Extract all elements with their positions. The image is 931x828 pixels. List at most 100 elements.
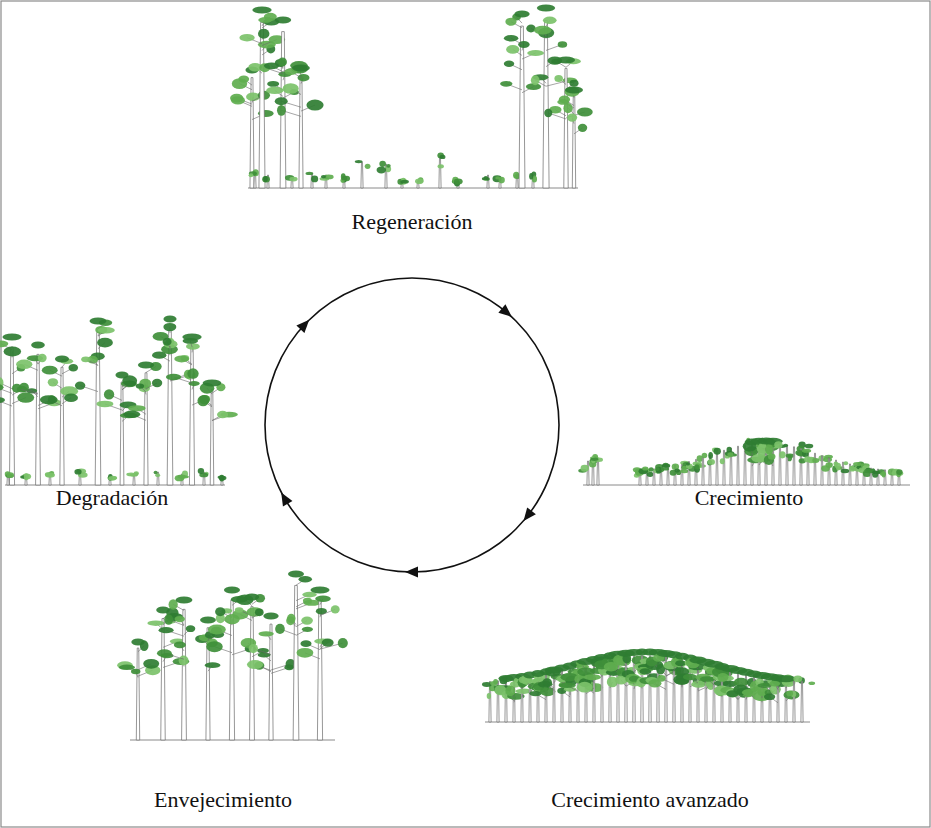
foliage — [498, 177, 504, 184]
tree — [285, 175, 298, 188]
foliage — [128, 405, 146, 411]
tree — [218, 475, 227, 485]
foliage — [306, 100, 323, 111]
foliage — [138, 362, 154, 369]
foliage — [108, 476, 116, 481]
tree — [768, 444, 792, 485]
tree-trunk — [814, 453, 816, 485]
foliage — [808, 681, 815, 685]
foliage — [89, 318, 106, 325]
foliage — [224, 587, 240, 594]
tree — [166, 334, 210, 486]
foliage — [812, 458, 819, 463]
cycle-arrowhead — [498, 304, 515, 321]
foliage — [262, 176, 270, 183]
foliage — [247, 607, 263, 616]
tree — [45, 471, 55, 485]
tree — [262, 175, 270, 188]
foliage — [310, 587, 329, 594]
tree — [157, 597, 195, 741]
foliage — [300, 640, 311, 647]
tree — [725, 446, 739, 485]
tree — [40, 356, 78, 486]
stage-label: Crecimiento avanzado — [551, 787, 748, 813]
foliage — [639, 668, 651, 674]
foliage — [786, 691, 793, 697]
foliage — [344, 176, 350, 181]
tree — [452, 177, 463, 188]
foliage — [544, 109, 552, 117]
tree — [492, 175, 504, 188]
tree — [198, 468, 209, 485]
foliage — [581, 465, 589, 472]
tree-trunk — [625, 657, 627, 722]
tree — [872, 469, 885, 485]
tree-trunk — [793, 681, 795, 722]
foliage — [186, 343, 200, 350]
foliage — [235, 607, 244, 613]
foliage — [159, 627, 174, 633]
foliage — [115, 372, 128, 379]
foliage — [131, 669, 140, 674]
foliage — [834, 463, 840, 468]
foliage — [289, 177, 297, 182]
tree — [795, 444, 813, 485]
foliage — [200, 617, 216, 624]
tree — [123, 362, 162, 486]
foliage — [258, 652, 271, 657]
foliage — [0, 397, 5, 403]
tree — [680, 461, 691, 485]
foliage — [765, 444, 773, 455]
foliage — [454, 178, 463, 184]
foliage — [266, 87, 283, 94]
tree-trunk — [564, 68, 568, 188]
foliage — [38, 354, 47, 362]
tree — [649, 467, 662, 485]
foliage — [531, 75, 540, 85]
cycle-arrowhead — [296, 316, 313, 333]
tree — [544, 57, 593, 189]
foliage — [529, 173, 533, 180]
foliage — [769, 681, 780, 687]
foliage — [565, 87, 583, 94]
foliage — [205, 662, 221, 668]
foliage — [178, 475, 186, 479]
foliage — [136, 384, 145, 389]
degradation-stand — [0, 316, 238, 486]
foliage — [297, 648, 314, 658]
foliage — [642, 467, 648, 471]
aging-stand — [117, 571, 348, 741]
tree — [20, 473, 31, 485]
tree — [482, 175, 490, 188]
foliage — [311, 176, 318, 183]
tree-trunk — [716, 453, 718, 485]
foliage — [527, 50, 544, 56]
stage-label: Envejecimiento — [154, 787, 292, 813]
tree-trunk — [572, 96, 575, 188]
tree-trunk — [120, 382, 124, 485]
foliage — [655, 467, 660, 471]
tree — [154, 471, 161, 485]
foliage — [246, 93, 260, 102]
tree — [802, 449, 817, 485]
tree — [319, 175, 333, 188]
tree — [197, 380, 237, 486]
foliage — [277, 105, 286, 116]
foliage — [558, 41, 567, 47]
tree-trunk — [361, 162, 363, 188]
foliage — [263, 613, 278, 620]
foliage — [513, 172, 520, 179]
foliage — [563, 103, 572, 113]
tree-trunk — [9, 347, 14, 485]
ground-line — [248, 188, 578, 189]
tree — [880, 470, 886, 485]
foliage — [55, 356, 69, 363]
foliage — [4, 347, 22, 357]
tree-trunk — [317, 600, 322, 740]
foliage — [286, 616, 295, 625]
foliage — [779, 451, 786, 458]
foliage — [802, 449, 811, 453]
foliage — [245, 594, 260, 601]
tree — [75, 318, 115, 486]
foliage — [0, 340, 8, 347]
